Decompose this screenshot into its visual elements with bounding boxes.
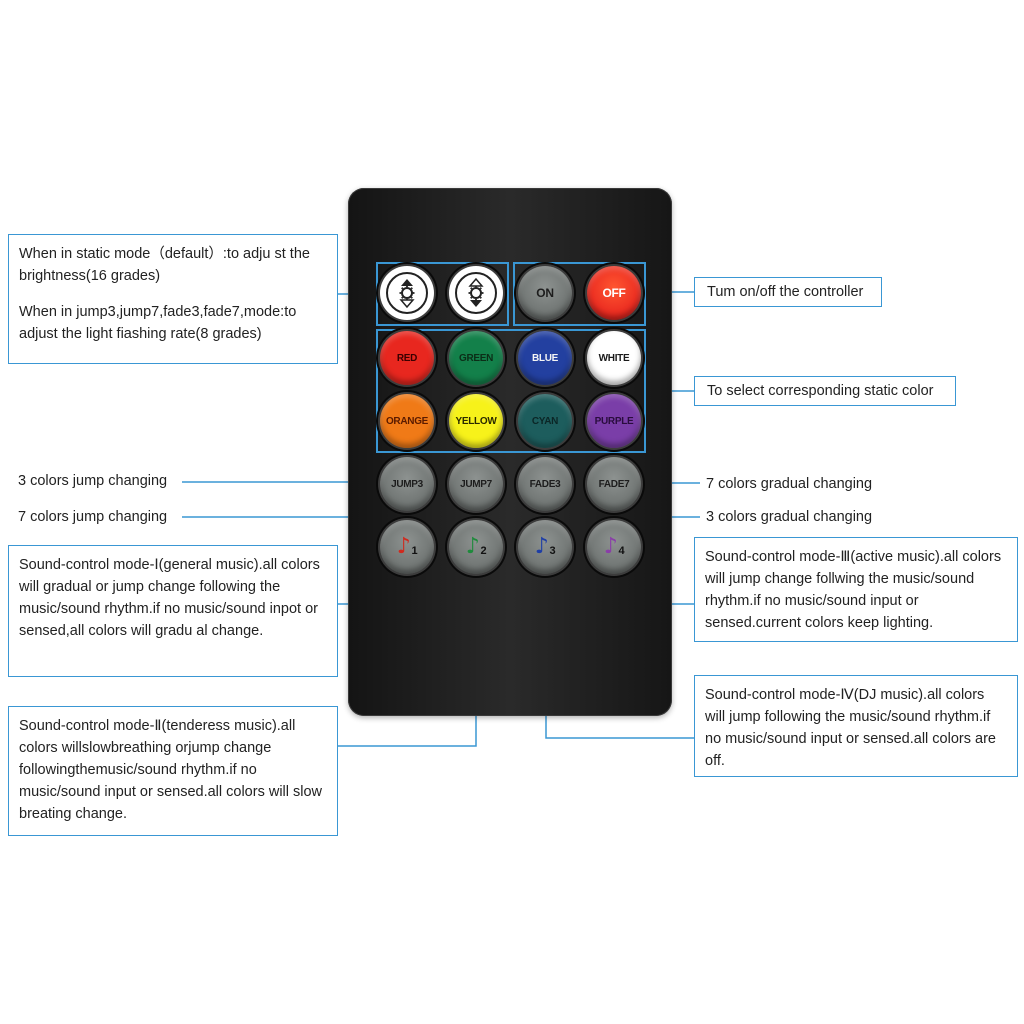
music-mode-number: 2 [480, 545, 487, 557]
music-mode-button-4[interactable]: ♪4 [587, 520, 641, 574]
jump3-label: 3 colors jump changing [18, 473, 168, 489]
music-note-icon: ♪ [465, 534, 480, 559]
color-button-red[interactable]: RED [380, 331, 434, 385]
music-mode-number: 3 [549, 545, 556, 557]
brightness-up-button[interactable] [449, 266, 503, 320]
color-button-green[interactable]: GREEN [449, 331, 503, 385]
brightness-up-icon [468, 277, 484, 307]
mode-button-jump7[interactable]: JUMP7 [449, 457, 503, 511]
mode3-callout: Sound-control mode-Ⅲ(active music).all c… [694, 537, 1018, 642]
brightness-frame [376, 262, 509, 326]
mode-button-jump3[interactable]: JUMP3 [380, 457, 434, 511]
mode2-callout: Sound-control mode-Ⅱ(tenderess music).al… [8, 706, 338, 836]
mode2-callout-text: Sound-control mode-Ⅱ(tenderess music).al… [19, 718, 323, 822]
fade7-label: 7 colors gradual changing [706, 476, 873, 492]
color-button-purple[interactable]: PURPLE [587, 394, 641, 448]
mode3-callout-text: Sound-control mode-Ⅲ(active music).all c… [705, 549, 1002, 631]
music-mode-number: 1 [411, 545, 418, 557]
jump7-label: 7 colors jump changing [18, 509, 168, 525]
power-frame [513, 262, 646, 326]
power-callout: Tum on/off the controller [694, 277, 882, 307]
music-mode-button-2[interactable]: ♪2 [449, 520, 503, 574]
static-color-callout: To select corresponding static color [694, 376, 956, 406]
color-button-white[interactable]: WHITE [587, 331, 641, 385]
music-note-icon: ♪ [603, 534, 618, 559]
on-button[interactable]: ON [518, 266, 572, 320]
music-mode-number: 4 [618, 545, 625, 557]
mode4-callout: Sound-control mode-Ⅳ(DJ music).all color… [694, 675, 1018, 777]
fade3-label: 3 colors gradual changing [706, 509, 873, 525]
color-frame [376, 329, 646, 453]
brightness-down-button[interactable] [380, 266, 434, 320]
music-mode-button-1[interactable]: ♪1 [380, 520, 434, 574]
off-button[interactable]: OFF [587, 266, 641, 320]
music-mode-button-3[interactable]: ♪3 [518, 520, 572, 574]
music-note-icon: ♪ [534, 534, 549, 559]
color-button-blue[interactable]: BLUE [518, 331, 572, 385]
brightness-down-icon [399, 279, 415, 309]
mode-button-fade3[interactable]: FADE3 [518, 457, 572, 511]
mode1-callout: Sound-control mode-Ⅰ(general music).all … [8, 545, 338, 677]
mode4-callout-text: Sound-control mode-Ⅳ(DJ music).all color… [705, 687, 996, 769]
brightness-callout-line2: When in jump3,jump7,fade3,fade7,mode:to … [19, 304, 297, 342]
color-button-cyan[interactable]: CYAN [518, 394, 572, 448]
music-note-icon: ♪ [396, 534, 411, 559]
color-button-orange[interactable]: ORANGE [380, 394, 434, 448]
mode1-callout-text: Sound-control mode-Ⅰ(general music).all … [19, 557, 320, 639]
mode-button-fade7[interactable]: FADE7 [587, 457, 641, 511]
color-button-yellow[interactable]: YELLOW [449, 394, 503, 448]
brightness-callout: When in static mode（default）:to adju st … [8, 234, 338, 364]
static-color-callout-text: To select corresponding static color [707, 383, 934, 399]
brightness-callout-line1: When in static mode（default）:to adju st … [19, 246, 310, 284]
power-callout-text: Tum on/off the controller [707, 284, 864, 300]
